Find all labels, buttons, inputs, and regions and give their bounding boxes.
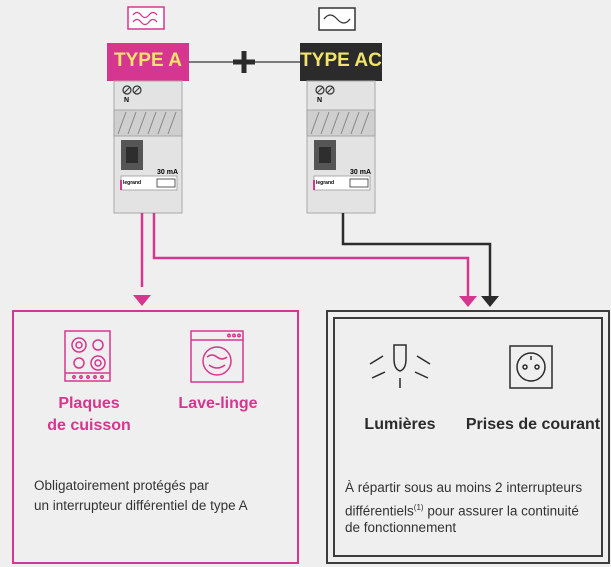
breaker-left-brand: legrand (123, 180, 142, 186)
left-description-line2: un interrupteur différentiel de type A (34, 498, 248, 513)
label-washing-machine: Lave-linge (178, 395, 258, 412)
left-description-line1: Obligatoirement protégés par (34, 478, 209, 493)
wires (140, 213, 492, 296)
right-description-line1: À répartir sous au moins 2 interrupteurs (345, 480, 583, 495)
breaker-right-type-label: TYPE AC (300, 50, 382, 71)
light-icon (369, 344, 431, 388)
type-ac-panel-inner (333, 317, 603, 557)
breaker-right-terminal: N (317, 97, 323, 104)
footnote-marker: (1) (413, 503, 424, 512)
right-description-line2: différentiels(1) pour assurer la continu… (345, 498, 579, 522)
right-description-line2-a: différentiels (345, 503, 414, 519)
plus-symbol-v (241, 51, 247, 73)
label-sockets: Prises de courant (465, 416, 601, 433)
breaker-left-type-label: TYPE A (114, 50, 182, 71)
breaker-type-a (107, 6, 189, 214)
washing-machine-icon (190, 330, 244, 383)
arrow-mid (459, 296, 477, 307)
breaker-left-terminal: N (124, 97, 130, 104)
arrow-right (481, 296, 499, 307)
arrow-left (133, 295, 151, 306)
socket-icon (509, 345, 553, 389)
breaker-right-rating: 30 mA (350, 169, 372, 176)
right-description-line2-b: pour assurer la continuité (423, 503, 579, 519)
breaker-right-brand: legrand (316, 180, 335, 186)
cooktop-icon (64, 330, 111, 382)
label-cooktop: Plaques de cuisson (47, 395, 131, 434)
type-ac-panel (326, 310, 610, 564)
label-lights: Lumières (364, 416, 436, 433)
right-description-line3: de fonctionnement (345, 520, 457, 535)
breaker-left-rating: 30 mA (157, 169, 179, 176)
breaker-type-ac (300, 7, 382, 214)
plus-label: + (238, 50, 239, 51)
type-a-panel (12, 310, 299, 564)
